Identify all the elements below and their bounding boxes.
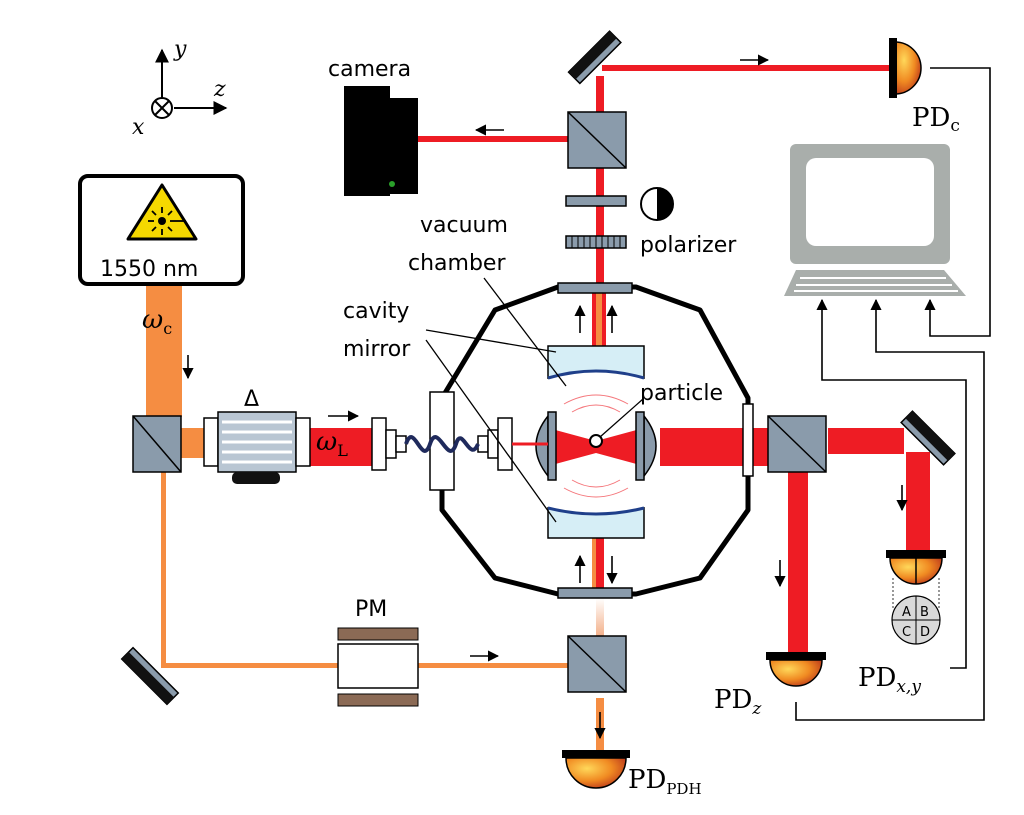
laser-warning-icon [126,183,198,241]
beam-red-main [304,428,372,466]
beam-orange-left-vertical [161,472,166,668]
label-phase-modulator: PM [355,597,387,622]
axes-icon [151,48,228,119]
pbs-left [132,415,182,473]
laser-source [78,174,245,286]
label-axis-y: y [173,37,187,62]
phase-modulator [337,627,419,707]
beam-fade-lower [596,598,604,636]
particle [589,434,603,448]
lens-left [535,413,549,479]
lens-right [643,413,657,479]
label-vacuum: vacuum [420,213,508,238]
label-camera: camera [328,57,411,82]
pbs-bottom [567,635,627,693]
beam-red-vertical-lower [596,536,604,588]
label-omega-c: ωc [142,305,172,338]
label-pd-pdh: PDPDH [628,765,702,798]
cavity-mirror-top [547,345,645,380]
pd-c-detector [889,38,922,98]
beam-orange-vertical-cavity [596,292,602,350]
chamber-window-right [742,403,754,477]
beam-red-to-pdz [788,472,808,654]
beam-arrows [182,54,908,740]
label-chamber: chamber [408,251,506,276]
beam-orange-vertical-lower [592,538,596,588]
lens-right-body [635,411,645,481]
label-pd-xy: PDx,y [858,663,921,697]
pbs-right [767,415,827,473]
scatter-arcs [563,394,629,498]
beam-red-to-quad [906,452,930,552]
pointer-lines [425,277,644,523]
label-polarizer: polarizer [640,233,737,258]
label-mirror: mirror [343,337,411,362]
mirror-top [567,30,622,85]
beam-red-after-pbs [828,428,904,454]
label-axis-x: x [132,115,145,140]
label-pd-c: PDc [912,103,960,136]
quad-label-a: A [902,605,911,620]
beam-orange-short [181,428,207,458]
label-omega-l: ωL [316,427,348,460]
pd-pdh-detector [562,750,630,789]
label-particle: particle [640,381,723,406]
quadrant-detector-icon [891,595,941,645]
pd-xy-detector [886,550,946,610]
pbs-top [567,111,627,169]
lens-left-body [547,411,557,481]
quad-label-d: D [920,625,930,640]
mirror-right [900,410,956,466]
chamber-window-top [557,282,633,294]
pd-z-detector [766,652,826,687]
beam-red-to-camera [418,136,568,142]
chamber-window-bottom [557,587,633,599]
frequency-shifter-delta [203,411,311,484]
signal-wires [795,67,991,721]
waveplate [565,195,627,207]
polarizer-element [565,235,627,249]
mirror-bottom-left [120,646,180,706]
label-pd-z: PDz [714,685,762,719]
computer-icon [784,144,966,296]
fiber-feedthrough [371,391,548,491]
beam-laser-output [146,285,182,417]
camera-device [344,86,418,196]
label-delta: Δ [244,387,259,412]
beam-red-vertical-top [596,76,604,288]
label-axis-z: z [213,77,226,102]
half-circle-icon [640,187,674,221]
label-cavity: cavity [343,299,409,324]
cavity-mirror-bottom [547,506,645,539]
quad-label-c: C [902,625,911,640]
quad-label-b: B [920,605,929,620]
label-laser-wavelength: 1550 nm [100,257,198,282]
beam-red-to-pdc [602,65,892,71]
